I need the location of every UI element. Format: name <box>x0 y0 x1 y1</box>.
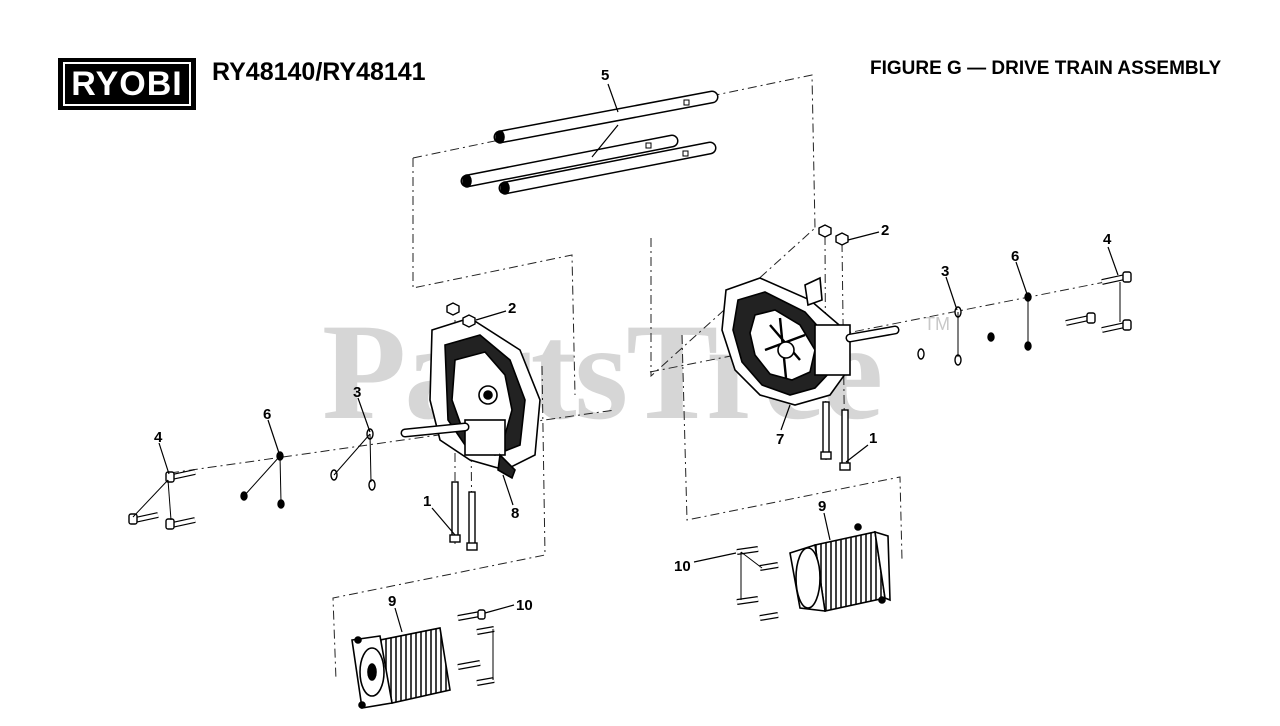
callout-5: 5 <box>601 67 609 84</box>
callout-4-left: 4 <box>154 429 163 446</box>
callout-6-left: 6 <box>263 406 271 423</box>
callout-2-left: 2 <box>508 300 516 317</box>
callout-leaders <box>158 83 1119 633</box>
callout-6-right: 6 <box>1011 248 1019 265</box>
callout-1-left: 1 <box>423 493 431 510</box>
flange-nuts <box>446 224 849 328</box>
ryobi-logo: RYOBI <box>58 58 196 110</box>
callout-3-left: 3 <box>353 384 361 401</box>
right-motor-drawing <box>789 523 891 612</box>
figure-title: FIGURE G — DRIVE TRAIN ASSEMBLY <box>870 58 1222 79</box>
left-motor-drawing <box>351 627 451 709</box>
model-number: RY48140/RY48141 <box>212 58 426 86</box>
small-hardware <box>128 271 1132 530</box>
watermark-trademark: TM <box>924 314 950 334</box>
callout-9-right: 9 <box>818 498 826 515</box>
left-transaxle-drawing <box>400 317 541 480</box>
callout-7: 7 <box>776 431 784 448</box>
callout-3-right: 3 <box>941 263 949 280</box>
motor-bolts <box>457 546 779 686</box>
long-screws <box>449 401 851 551</box>
callout-2-right: 2 <box>881 222 889 239</box>
callout-9-left: 9 <box>388 593 396 610</box>
callout-10-right: 10 <box>674 558 691 575</box>
axle-shafts <box>460 90 719 195</box>
callout-4-right: 4 <box>1103 231 1112 248</box>
right-transaxle-drawing <box>721 276 900 406</box>
callout-8: 8 <box>511 505 519 522</box>
brand-text: RYOBI <box>63 62 191 106</box>
callout-10-left: 10 <box>516 597 533 614</box>
callout-1-right: 1 <box>869 430 877 447</box>
